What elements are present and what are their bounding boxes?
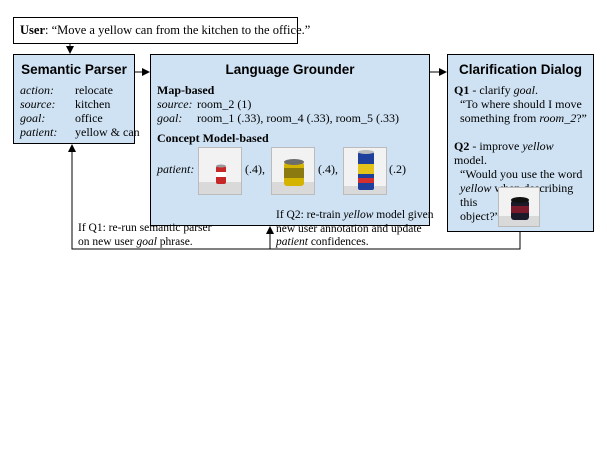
dark-jar-image: [498, 187, 540, 227]
q2-label: Q2: [454, 139, 470, 153]
semantic-parser-title: Semantic Parser: [21, 62, 127, 77]
user-label: User: [20, 23, 45, 37]
confidence-1: (.4),: [245, 162, 265, 176]
feedback-q2-line1: If Q2: re-train yellow model given: [276, 209, 433, 223]
feedback-q2-line3: patient confidences.: [276, 236, 433, 250]
parser-key: source:: [20, 97, 56, 111]
q1-text-b: something from: [460, 111, 540, 125]
grounder-source-line: source: room_2 (1): [157, 97, 251, 112]
fb-q1-b: phrase.: [156, 235, 193, 248]
q1-room: room_2: [539, 111, 577, 125]
blue-can-image: [343, 147, 387, 195]
parser-value: office: [75, 111, 103, 125]
grounder-goal-key: goal:: [157, 111, 183, 125]
yellow-can-icon: [272, 159, 314, 194]
q1-intro: - clarify: [469, 83, 514, 97]
dialog-q1: Q1 - clarify goal. “To where should I mo…: [454, 83, 589, 125]
q2-question-line3: object?”: [460, 209, 500, 223]
parser-row-goal: goal: office: [20, 111, 103, 125]
q2-topic: yellow: [522, 139, 554, 153]
parser-value: yellow & can: [75, 125, 140, 139]
grounder-patient-key: patient:: [157, 162, 194, 177]
grounder-source-key: source:: [157, 97, 193, 111]
dark-jar-icon: [499, 197, 539, 226]
red-can-icon: [199, 164, 241, 194]
q1-label: Q1: [454, 83, 470, 97]
semantic-parser-box: Semantic Parser action: relocate source: k…: [13, 54, 140, 144]
clarification-dialog-box: Clarification Dialog Q1 - clarify goal. …: [447, 54, 594, 232]
feedback-q1-line2: on new user goal phrase.: [78, 236, 211, 250]
yellow-can-image: [271, 147, 315, 195]
q2-intro: - improve: [469, 139, 523, 153]
grounder-source-value: room_2 (1): [197, 97, 252, 111]
fb-q1-a: on new user: [78, 235, 137, 248]
fb-q2-patient: patient: [276, 236, 308, 248]
user-utterance: : “Move a yellow can from the kitchen to…: [45, 23, 311, 37]
parser-key: action:: [20, 83, 54, 97]
parser-row-source: source: kitchen: [20, 97, 110, 111]
q1-question-line2: something from room_2?”: [454, 111, 589, 125]
blue-can-icon: [344, 150, 386, 194]
q2-word: yellow: [460, 181, 492, 195]
q2-question-line1: “Would you use the word: [460, 167, 583, 181]
fb-q2-c: confidences.: [307, 236, 369, 248]
feedback-loop-line: [68, 144, 521, 250]
feedback-q1-line1: If Q1: re-run semantic parser: [78, 222, 212, 234]
red-can-image: [198, 147, 242, 195]
confidence-3: (.2): [389, 162, 406, 176]
feedback-q2-note: If Q2: re-train yellow model given new u…: [276, 209, 433, 250]
language-grounder-title: Language Grounder: [225, 62, 355, 77]
feedback-q2-line2: new user annotation and update: [276, 222, 422, 235]
language-grounder-box: Language Grounder Map-based source: room_…: [150, 54, 430, 226]
map-based-heading: Map-based: [157, 83, 215, 97]
grounder-goal-line: goal: room_1 (.33), room_4 (.33), room_5 …: [157, 111, 399, 126]
q2-intro-end: model.: [454, 153, 487, 167]
parser-value: kitchen: [75, 97, 111, 111]
fb-q2-b: model given: [373, 209, 434, 221]
q1-question-line1: “To where should I move: [460, 97, 582, 111]
parser-key: goal:: [20, 111, 46, 125]
fb-q2-yellow: yellow: [343, 209, 374, 221]
feedback-q1-note: If Q1: re-run semantic parser on new use…: [78, 222, 211, 249]
q1-text-c: ?”: [576, 111, 587, 125]
parser-key: patient:: [20, 125, 58, 139]
confidence-2: (.4),: [318, 162, 338, 176]
parser-row-patient: patient: yellow & can: [20, 125, 140, 139]
fb-q2-a: If Q2: re-train: [276, 209, 344, 221]
concept-model-heading: Concept Model-based: [157, 131, 269, 145]
grounder-goal-value: room_1 (.33), room_4 (.33), room_5 (.33): [197, 111, 399, 125]
clarification-dialog-title: Clarification Dialog: [458, 62, 583, 77]
patient-key-text: patient:: [157, 162, 195, 176]
parser-row-action: action: relocate: [20, 83, 113, 97]
user-utterance-box: User: “Move a yellow can from the kitche…: [13, 17, 310, 44]
q1-topic: goal: [513, 83, 535, 97]
parser-value: relocate: [75, 83, 113, 97]
fb-q1-goal: goal: [136, 235, 157, 248]
